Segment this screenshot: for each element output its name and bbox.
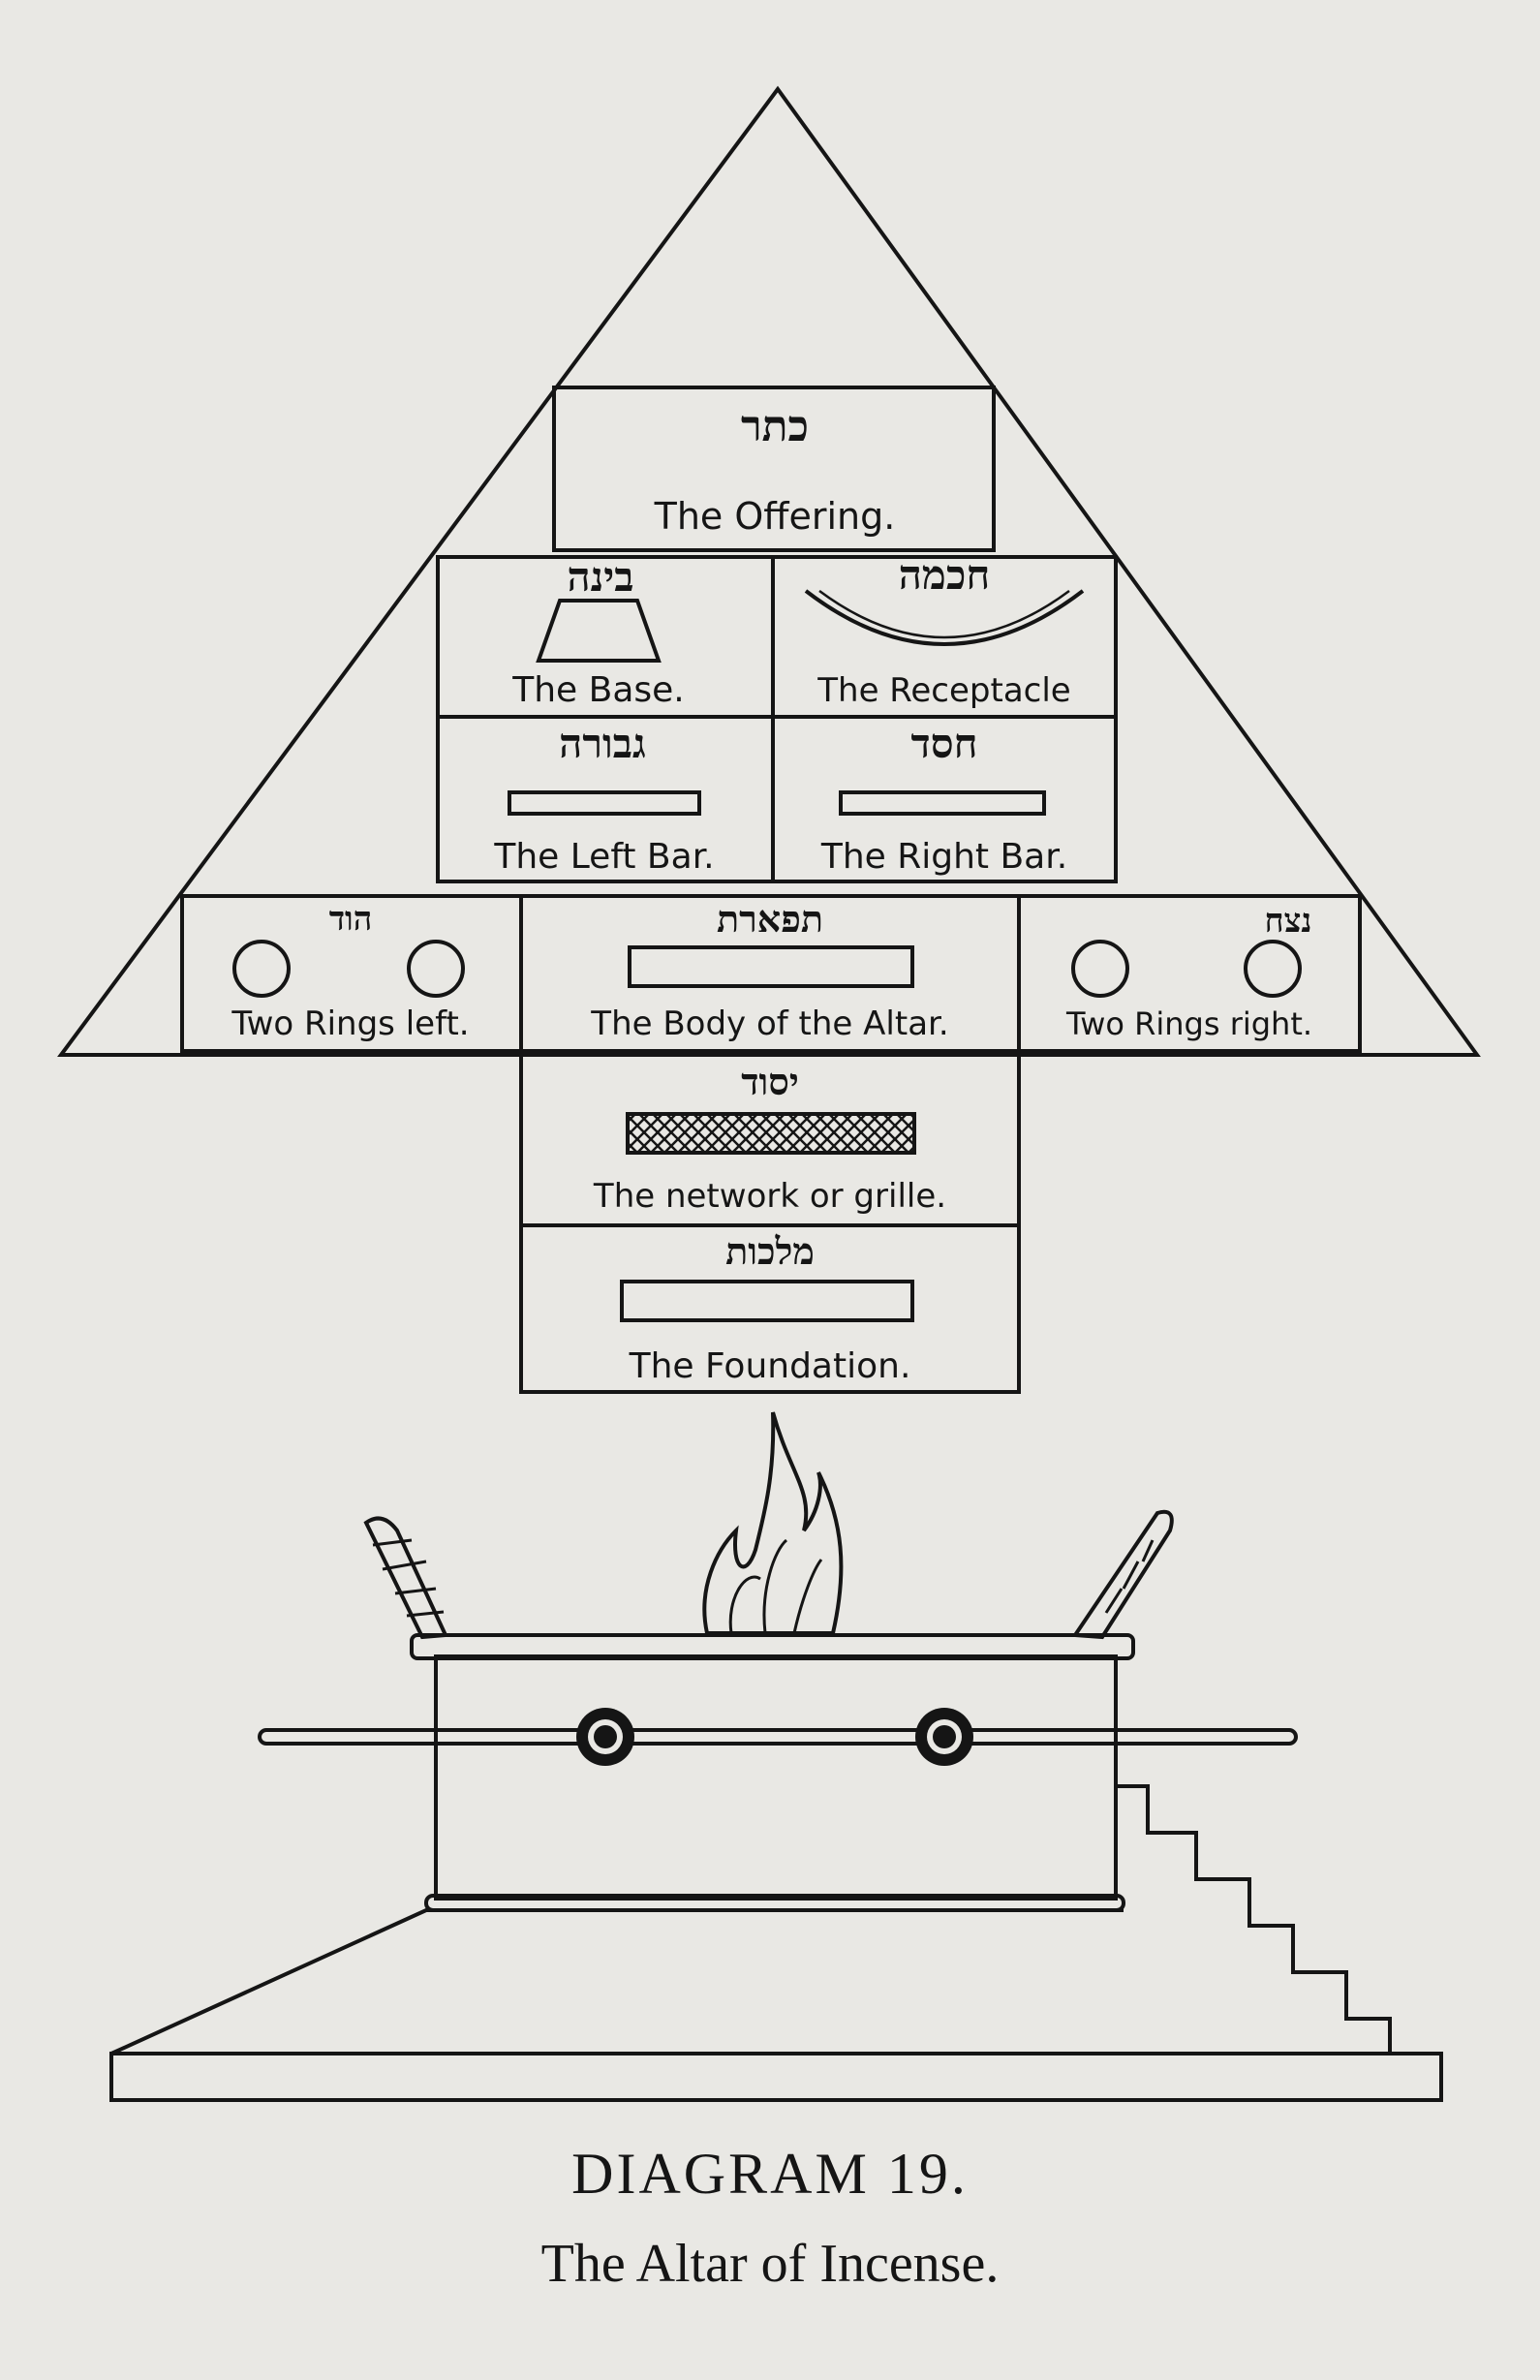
- chesed-hebrew: חסד: [911, 720, 978, 767]
- cell-netzach-box: [1017, 894, 1362, 1053]
- right-horn: [1071, 1509, 1174, 1640]
- ring-icon: [1071, 940, 1129, 998]
- netzach-hebrew: נצח: [1265, 902, 1312, 941]
- hod-hebrew: הוד: [329, 900, 373, 939]
- ring-icon: [232, 940, 291, 998]
- binah-hebrew: בינה: [567, 553, 633, 601]
- geburah-label: The Left Bar.: [493, 837, 714, 877]
- base-icon: [536, 599, 662, 663]
- geburah-hebrew: גבורה: [559, 720, 646, 767]
- left-bar-icon: [508, 790, 701, 816]
- hod-label: Two Rings left.: [231, 1005, 469, 1043]
- keter-hebrew: כתר: [741, 402, 809, 451]
- diagram-subtitle: The Altar of Incense.: [540, 2234, 1000, 2294]
- altar-body: [434, 1654, 1118, 1901]
- chokmah-hebrew: חכמה: [899, 551, 990, 599]
- grille-icon: [626, 1112, 916, 1155]
- altar-base-slab: [109, 2052, 1443, 2102]
- diagram-title: DIAGRAM 19.: [571, 2142, 969, 2206]
- altar-steps: [1116, 1784, 1392, 2054]
- yesod-label: The network or grille.: [593, 1177, 946, 1216]
- netzach-label: Two Rings right.: [1065, 1005, 1312, 1042]
- altar-ring-studs: [576, 1708, 973, 1766]
- malkuth-hebrew: מלכות: [725, 1229, 815, 1273]
- malkuth-label: The Foundation.: [629, 1346, 911, 1386]
- left-horn: [363, 1516, 449, 1640]
- altar-carrying-bar: [258, 1728, 1298, 1746]
- tiphareth-label: The Body of the Altar.: [590, 1005, 948, 1043]
- foundation-icon: [620, 1280, 914, 1322]
- flame-icon: [702, 1411, 844, 1635]
- cell-keter-box: [552, 386, 996, 552]
- ring-icon: [407, 940, 465, 998]
- yesod-hebrew: יסוד: [741, 1060, 799, 1103]
- chokmah-label: The Receptacle: [816, 671, 1070, 710]
- cell-malkuth-box: [519, 1223, 1021, 1394]
- altar-illustration: [109, 1411, 1443, 2102]
- cell-chesed-box: [771, 715, 1118, 883]
- tiphareth-hebrew: תפארת: [717, 897, 823, 941]
- altar-platform: [110, 1908, 1124, 2055]
- chesed-label: The Right Bar.: [820, 837, 1067, 877]
- receptacle-icon: [804, 589, 1085, 646]
- altar-body-icon: [628, 945, 914, 988]
- outer-triangle: [57, 85, 1481, 1057]
- ring-icon: [1244, 940, 1302, 998]
- right-bar-icon: [839, 790, 1046, 816]
- keter-label: The Offering.: [654, 495, 896, 538]
- binah-label: The Base.: [511, 670, 685, 710]
